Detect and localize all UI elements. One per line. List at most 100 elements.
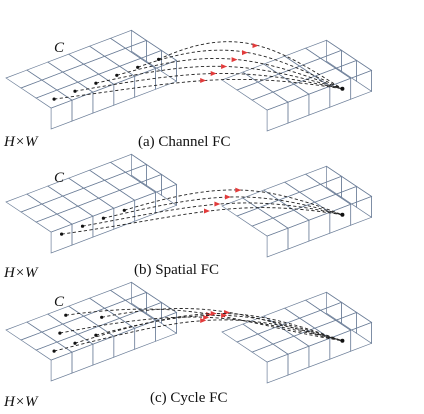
source-point: [73, 341, 77, 345]
feature-cell: [326, 165, 342, 198]
arrow-head: [203, 315, 210, 320]
feature-cell: [334, 60, 373, 79]
arrow-head: [200, 318, 207, 323]
feature-cell: [20, 79, 58, 99]
feature-cell: [263, 181, 301, 201]
feature-cell: [109, 281, 148, 301]
source-point: [94, 333, 98, 337]
connection-arc: [59, 316, 343, 342]
connection-arc: [65, 308, 343, 342]
feature-cell: [236, 207, 274, 227]
target-point: [340, 86, 345, 91]
source-point: [101, 216, 105, 220]
feature-cell: [113, 327, 136, 358]
connection-arc: [101, 308, 343, 342]
panel-channel-fc: C H×W (a) Channel FC: [3, 29, 373, 150]
arrow-head: [214, 201, 221, 207]
source-point: [58, 331, 62, 335]
arrow-head: [224, 194, 231, 200]
arrow-head: [224, 310, 231, 315]
arrow-head: [210, 71, 217, 76]
feature-cell: [124, 292, 163, 311]
source-point: [80, 224, 85, 228]
feature-cell: [251, 91, 289, 111]
connection-arcs: [52, 308, 345, 353]
feature-cell: [319, 301, 358, 321]
highlighted-cell: [50, 223, 73, 254]
feature-cell: [67, 45, 106, 65]
feature-cell: [257, 199, 295, 219]
feature-cell: [298, 309, 337, 329]
feature-cell: [62, 187, 100, 207]
feature-cell: [88, 37, 127, 57]
feature-cell: [326, 39, 342, 72]
connection-arc: [158, 41, 343, 90]
feature-cell: [272, 83, 310, 103]
feature-cell: [56, 205, 94, 225]
feature-cell: [161, 49, 177, 82]
feature-cell: [62, 63, 100, 83]
highlighted-cell: [71, 215, 94, 246]
input-feature-block: [5, 29, 178, 130]
feature-cell: [319, 49, 358, 69]
feature-cell: [139, 174, 178, 193]
feature-cell: [287, 93, 310, 124]
feature-cell: [67, 297, 106, 317]
source-point: [100, 315, 104, 319]
feature-cell: [88, 289, 127, 309]
feature-cell: [103, 171, 142, 191]
channel-label: C: [54, 170, 65, 186]
feature-cell: [103, 47, 142, 67]
feature-cell: [293, 201, 331, 221]
feature-cell: [266, 101, 289, 132]
feature-cell: [124, 40, 163, 59]
feature-cell: [356, 311, 372, 344]
feature-cell: [35, 213, 73, 233]
feature-cell: [134, 191, 156, 222]
feature-cell: [221, 197, 259, 217]
source-point: [122, 208, 126, 212]
feature-cell: [155, 183, 177, 214]
feature-cell: [77, 197, 115, 217]
source-point: [94, 81, 98, 85]
arrow-head: [221, 313, 228, 318]
feature-cell: [350, 69, 372, 100]
output-feature-block: [221, 165, 373, 258]
channel-label: C: [54, 294, 65, 310]
panel-caption: (c) Cycle FC: [150, 390, 227, 406]
feature-cell: [283, 173, 322, 193]
feature-cell: [304, 291, 343, 311]
feature-cell: [50, 351, 73, 382]
feature-cell: [88, 161, 127, 181]
source-point: [157, 57, 161, 62]
spatial-label: H×W: [3, 134, 39, 150]
feature-cell: [47, 53, 85, 73]
connection-arc: [124, 189, 343, 216]
source-point: [64, 313, 68, 317]
connection-arc: [61, 207, 343, 235]
highlighted-cell: [92, 335, 115, 366]
feature-cell: [41, 195, 79, 215]
feature-cell: [334, 312, 373, 331]
feature-cell: [5, 193, 43, 213]
arrow-head: [221, 64, 228, 69]
feature-cell: [308, 85, 331, 116]
feature-cell: [308, 211, 331, 242]
highlighted-cell: [92, 207, 115, 238]
feature-cell: [266, 227, 289, 258]
feature-cell: [221, 71, 259, 91]
feature-cell: [26, 313, 64, 333]
arrow-head: [204, 208, 210, 214]
feature-cell: [287, 219, 310, 250]
feature-cell: [304, 39, 343, 59]
feature-cell: [161, 173, 177, 206]
arrow-head: [231, 57, 238, 63]
feature-cell: [314, 319, 352, 339]
feature-cell: [287, 345, 310, 376]
connection-arc: [82, 202, 343, 227]
panel-spatial-fc: C H×W (b) Spatial FC: [3, 153, 373, 281]
feature-cell: [278, 191, 316, 211]
source-point: [60, 232, 64, 236]
connection-arc: [74, 313, 343, 344]
feature-cell: [134, 67, 156, 98]
